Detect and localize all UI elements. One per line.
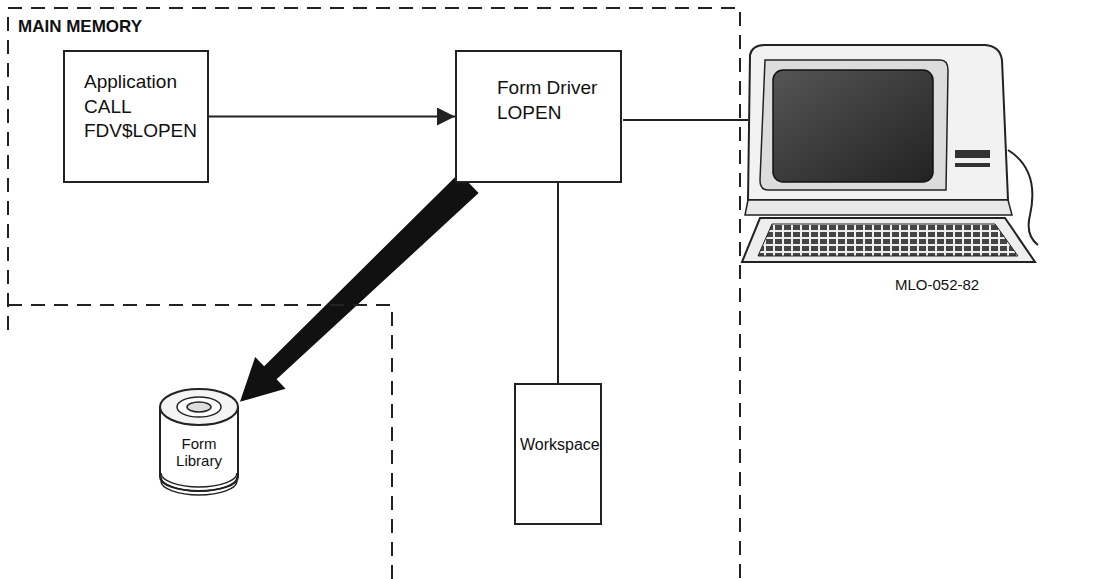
box-label: Form Driver LOPEN (497, 76, 610, 125)
workspace-box: Workspace (514, 383, 602, 525)
figure-number: MLO-052-82 (895, 276, 979, 293)
disk-label: Form Library (171, 435, 227, 470)
terminal-wire (623, 119, 748, 121)
terminal (742, 45, 1038, 262)
library-access-arrow (240, 173, 479, 402)
call-arrow (209, 116, 455, 118)
box-label: Application CALL FDV$LOPEN (84, 70, 197, 144)
form-library-disk: Form Library (158, 385, 240, 497)
workspace-link (557, 183, 559, 383)
memory-region: MAIN MEMORY Application CALL FDV$LOPEN For… (0, 0, 745, 579)
form-driver-box: Form Driver LOPEN (455, 50, 622, 183)
box-label: Workspace (520, 435, 596, 456)
region-title: MAIN MEMORY (0, 0, 745, 38)
application-box: Application CALL FDV$LOPEN (63, 50, 209, 183)
